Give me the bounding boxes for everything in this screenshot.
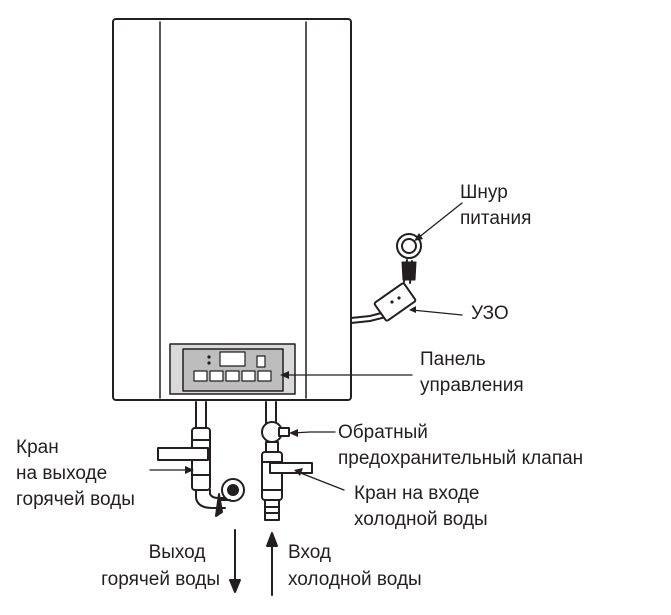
hot-outlet-label-line1: Выход — [148, 542, 206, 563]
cold-inlet-label-line2: холодной воды — [288, 569, 422, 590]
rcd-label: УЗО — [471, 303, 509, 324]
arrowhead-hot-tap — [185, 466, 194, 474]
cold-inlet-arrow — [266, 532, 278, 596]
control-panel-label-line2: управления — [420, 375, 524, 396]
hot-tap-label-line3: горячей воды — [16, 489, 135, 510]
power-cord-label-line1: Шнур — [460, 182, 508, 203]
leader-cold-tap — [297, 471, 345, 491]
arrowhead-control-panel — [280, 371, 289, 379]
cold-tap-label-line1: Кран на входе — [354, 483, 480, 504]
cold-inlet-label-line1: Вход — [288, 542, 331, 563]
rcd-device — [373, 282, 417, 322]
arrowhead-check-valve — [289, 429, 298, 437]
arrowhead-power-cord — [414, 233, 423, 241]
power-cord-label-line2: питания — [460, 208, 532, 229]
check-valve-label-line2: предохранительный клапан — [338, 448, 584, 469]
cold-water-pipe — [261, 401, 313, 521]
control-panel-label-line1: Панель — [420, 349, 486, 370]
leader-rcd — [411, 309, 463, 316]
hot-outlet-arrow — [229, 529, 241, 593]
leader-power-cord — [417, 202, 463, 239]
heater-body — [112, 18, 352, 401]
check-valve-label-line1: Обратный — [338, 422, 428, 443]
arrowhead-cold-tap — [294, 468, 303, 476]
hot-tap-label-line2: на выходе — [16, 463, 108, 484]
leader-check-valve — [291, 431, 336, 434]
hot-outlet-label-line2: горячей воды — [101, 569, 220, 590]
arrowhead-rcd — [409, 306, 416, 313]
hot-tap-label-line1: Кран — [16, 437, 59, 458]
hot-water-pipe — [157, 401, 245, 517]
power-plug — [396, 233, 422, 281]
cold-tap-label-line2: холодной воды — [354, 509, 488, 530]
control-panel — [169, 343, 296, 395]
